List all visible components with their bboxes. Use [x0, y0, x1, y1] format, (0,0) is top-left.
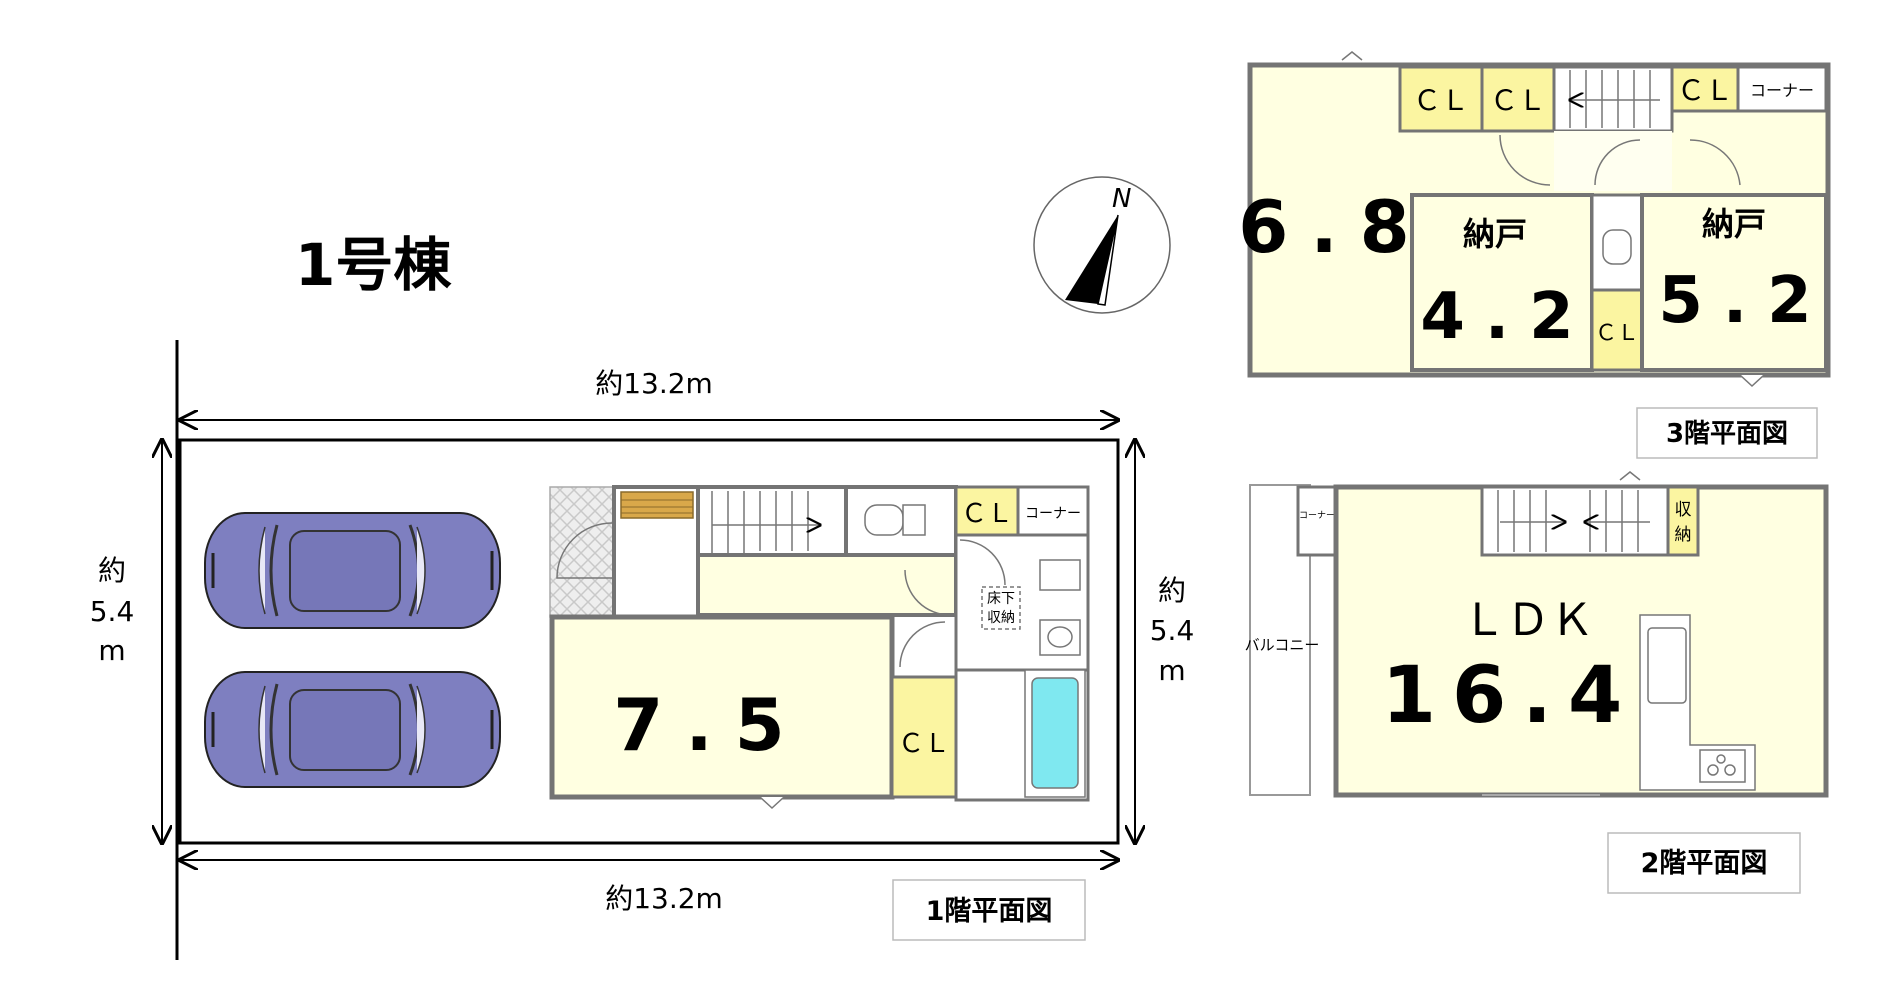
svg-text:m: m: [98, 634, 125, 667]
svg-text:ＣＬ: ＣＬ: [961, 499, 1013, 529]
svg-text:ＣＬ: ＣＬ: [898, 729, 950, 759]
floor1-closet: [890, 675, 958, 799]
floor2-label-box: [1607, 832, 1801, 894]
floor1-corner-label: コーナー: [1025, 506, 1081, 522]
floor3-room-b-name: 納戸: [1463, 215, 1527, 253]
svg-text:ＣＬ: ＣＬ: [1677, 74, 1733, 107]
floor2-corner-label: コーナー: [1299, 510, 1335, 521]
svg-text:約: 約: [98, 554, 126, 587]
svg-text:ＣＬ: ＣＬ: [1595, 321, 1639, 346]
svg-text:収納: 収納: [987, 610, 1015, 626]
bathtub: [1031, 677, 1079, 789]
floor3-room-b: [1410, 193, 1594, 372]
shoe-box: [620, 491, 694, 519]
floor3-corner-label: コーナー: [1750, 81, 1814, 100]
dim-right-label: 約 5.4 m: [1150, 574, 1195, 687]
floor1-stairs: [696, 485, 848, 557]
floor1-label: 1階平面図: [926, 896, 1053, 927]
floor3-room-b-size: 4.2: [1420, 280, 1593, 354]
compass: N: [1033, 176, 1171, 314]
floor2-storage: [1666, 485, 1700, 557]
floor3-room-c-name: 納戸: [1702, 205, 1766, 243]
floor3-closet-2: [1480, 65, 1556, 133]
floor1-room-size: 7.5: [613, 683, 807, 767]
north-label: N: [1112, 184, 1131, 214]
floor3-plan: 6.8 ＣＬ ＣＬ ＣＬ コーナー 納戸 4.2 ＣＬ 納戸 5.2: [1238, 51, 1831, 388]
svg-text:5.4: 5.4: [90, 595, 135, 628]
svg-text:収: 収: [1675, 500, 1692, 520]
floor2-ldk-size: 16.4: [1382, 651, 1638, 741]
parked-car-1: [203, 511, 502, 630]
floor1-hallway: [696, 553, 958, 617]
floor2-label: 2階平面図: [1641, 848, 1768, 879]
building-title: 1号棟: [295, 231, 452, 299]
floor1-label-box: [892, 879, 1086, 941]
floor2-stairs: [1480, 485, 1670, 557]
floor3-room-c: [1640, 193, 1828, 372]
entrance-door: [556, 522, 613, 579]
floor3-closet-1: [1398, 65, 1484, 133]
svg-text:ＣＬ: ＣＬ: [1490, 84, 1546, 117]
floor3-stairs: [1552, 65, 1674, 133]
floor2-ldk-name: ＬＤＫ: [1462, 595, 1594, 646]
floor3-label-box: [1636, 407, 1818, 459]
entrance-tile: [549, 486, 615, 618]
svg-text:5.4: 5.4: [1150, 614, 1195, 647]
floor2-plan: バルコニー コーナー 収 納 ＬＤＫ 16.4: [1245, 471, 1829, 798]
balcony-label: バルコニー: [1245, 636, 1320, 654]
parked-car-2: [203, 670, 502, 789]
dim-left-label: 約 5.4 m: [90, 554, 135, 667]
floor3-label: 3階平面図: [1666, 419, 1788, 449]
floor3-room-c-size: 5.2: [1658, 264, 1831, 338]
svg-text:ＣＬ: ＣＬ: [1413, 84, 1469, 117]
svg-text:納: 納: [1675, 525, 1692, 545]
floor3-room-a-size: 6.8: [1238, 185, 1432, 269]
floor1-plan: ＣＬ コーナー 床下 収納 7.5 ＣＬ: [549, 485, 1090, 810]
svg-text:m: m: [1158, 654, 1185, 687]
dim-top-label: 約13.2m: [595, 367, 713, 400]
dim-bottom-label: 約13.2m: [605, 882, 723, 915]
svg-text:床下: 床下: [987, 591, 1015, 607]
svg-text:約: 約: [1158, 574, 1186, 607]
